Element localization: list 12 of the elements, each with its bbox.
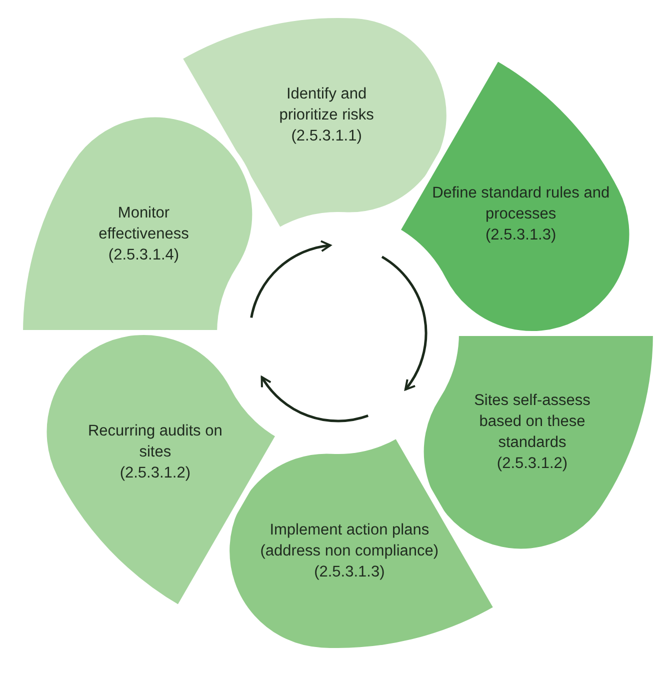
step-code: (2.5.3.1.1): [290, 126, 363, 147]
step-code: (2.5.3.1.3): [313, 562, 386, 582]
step-code: (2.5.3.1.3): [484, 226, 558, 246]
step-code: (2.5.3.1.2): [118, 463, 192, 484]
step-text: Implement action plans (address non compliance): [259, 520, 440, 562]
step-text: Monitor effectiveness: [98, 204, 190, 245]
step-text: Define standard rules and processes: [431, 184, 611, 225]
step-code: (2.5.3.1.2): [496, 454, 569, 474]
step-text: Sites self-assess based on these standards: [473, 390, 592, 453]
step-text: Recurring audits on sites: [86, 421, 224, 462]
step-text: Identify and prioritize risks: [278, 84, 375, 126]
step-code: (2.5.3.1.4): [107, 246, 180, 266]
